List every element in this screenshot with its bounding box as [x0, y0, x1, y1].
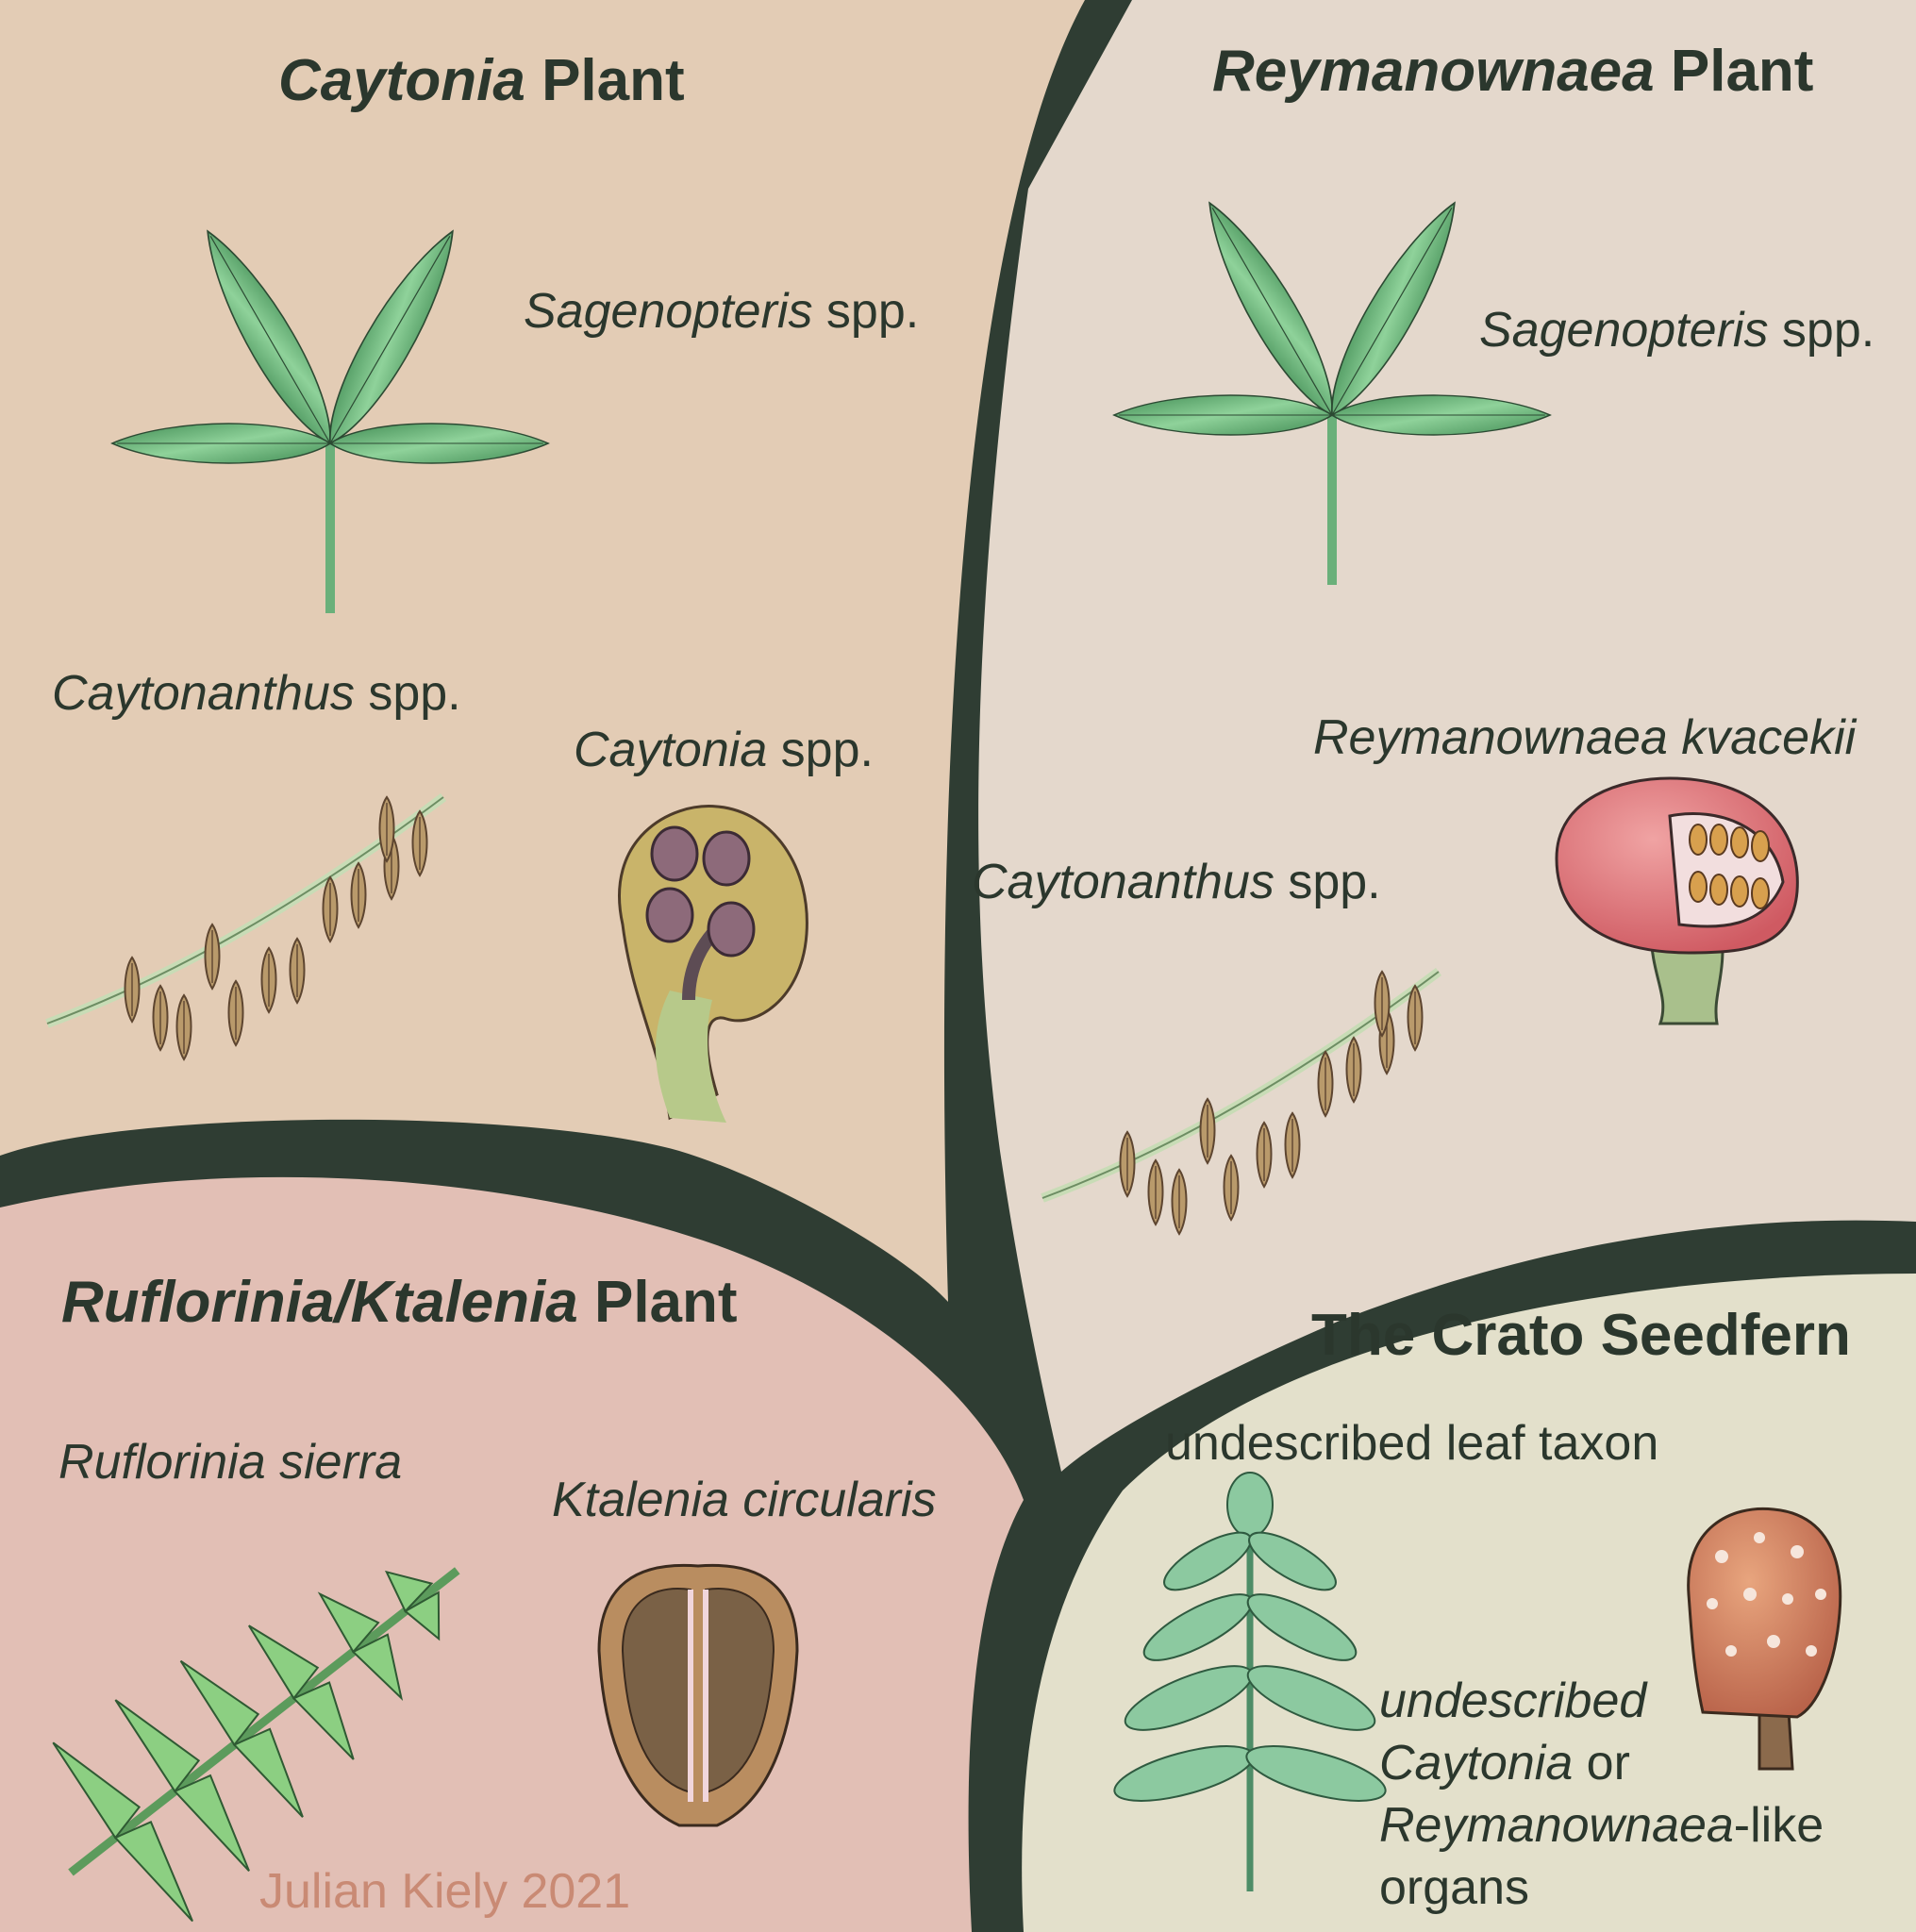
crato-leaf-icon [1113, 1472, 1387, 1891]
crato-panel-title: The Crato Seedfern [1311, 1303, 1851, 1368]
artist-credit: Julian Kiely 2021 [259, 1864, 631, 1919]
reymanownaea-panel [978, 0, 1916, 1472]
crato-organ-label: undescribed Caytonia or Reymanownaea-lik… [1379, 1670, 1824, 1919]
crato-leaf-label: undescribed leaf taxon [1165, 1416, 1659, 1471]
reymanownaea-panel-title: Reymanownaea Plant [1212, 39, 1814, 104]
caytonia-pollen-label: Caytonanthus spp. [52, 666, 461, 721]
reymanownaea-cupule-icon [1555, 776, 1799, 1025]
ktalenia-cupule-icon [597, 1563, 799, 1827]
ruflorinia-frond-icon [52, 1567, 460, 1923]
reymanownaea-seed-label: Reymanownaea kvacekii [1313, 710, 1857, 765]
crato-organ-icon [1687, 1507, 1842, 1771]
ktalenia-seed-label: Ktalenia circularis [552, 1473, 937, 1527]
crato-organ-line3: Reymanownaea-like [1379, 1798, 1824, 1853]
crato-organ-line1: undescribed [1379, 1674, 1647, 1728]
caytonia-leaf-label: Sagenopteris spp. [524, 284, 920, 339]
caytonia-panel [0, 0, 1085, 1302]
crato-organ-line2: Caytonia or [1379, 1736, 1630, 1790]
crato-organ-line4: organs [1379, 1860, 1529, 1915]
caytonia-seed-label: Caytonia spp. [574, 723, 874, 777]
ruflorinia-panel-title: Ruflorinia/Ktalenia Plant [61, 1270, 738, 1335]
reymanownaea-leaf-label: Sagenopteris spp. [1479, 303, 1875, 358]
caytonia-cupule-icon [618, 805, 808, 1123]
caytonia-panel-title: Caytonia Plant [278, 48, 685, 113]
reymanownaea-pollen-label: Caytonanthus spp. [972, 855, 1381, 909]
ruflorinia-leaf-label: Ruflorinia sierra [58, 1435, 403, 1490]
